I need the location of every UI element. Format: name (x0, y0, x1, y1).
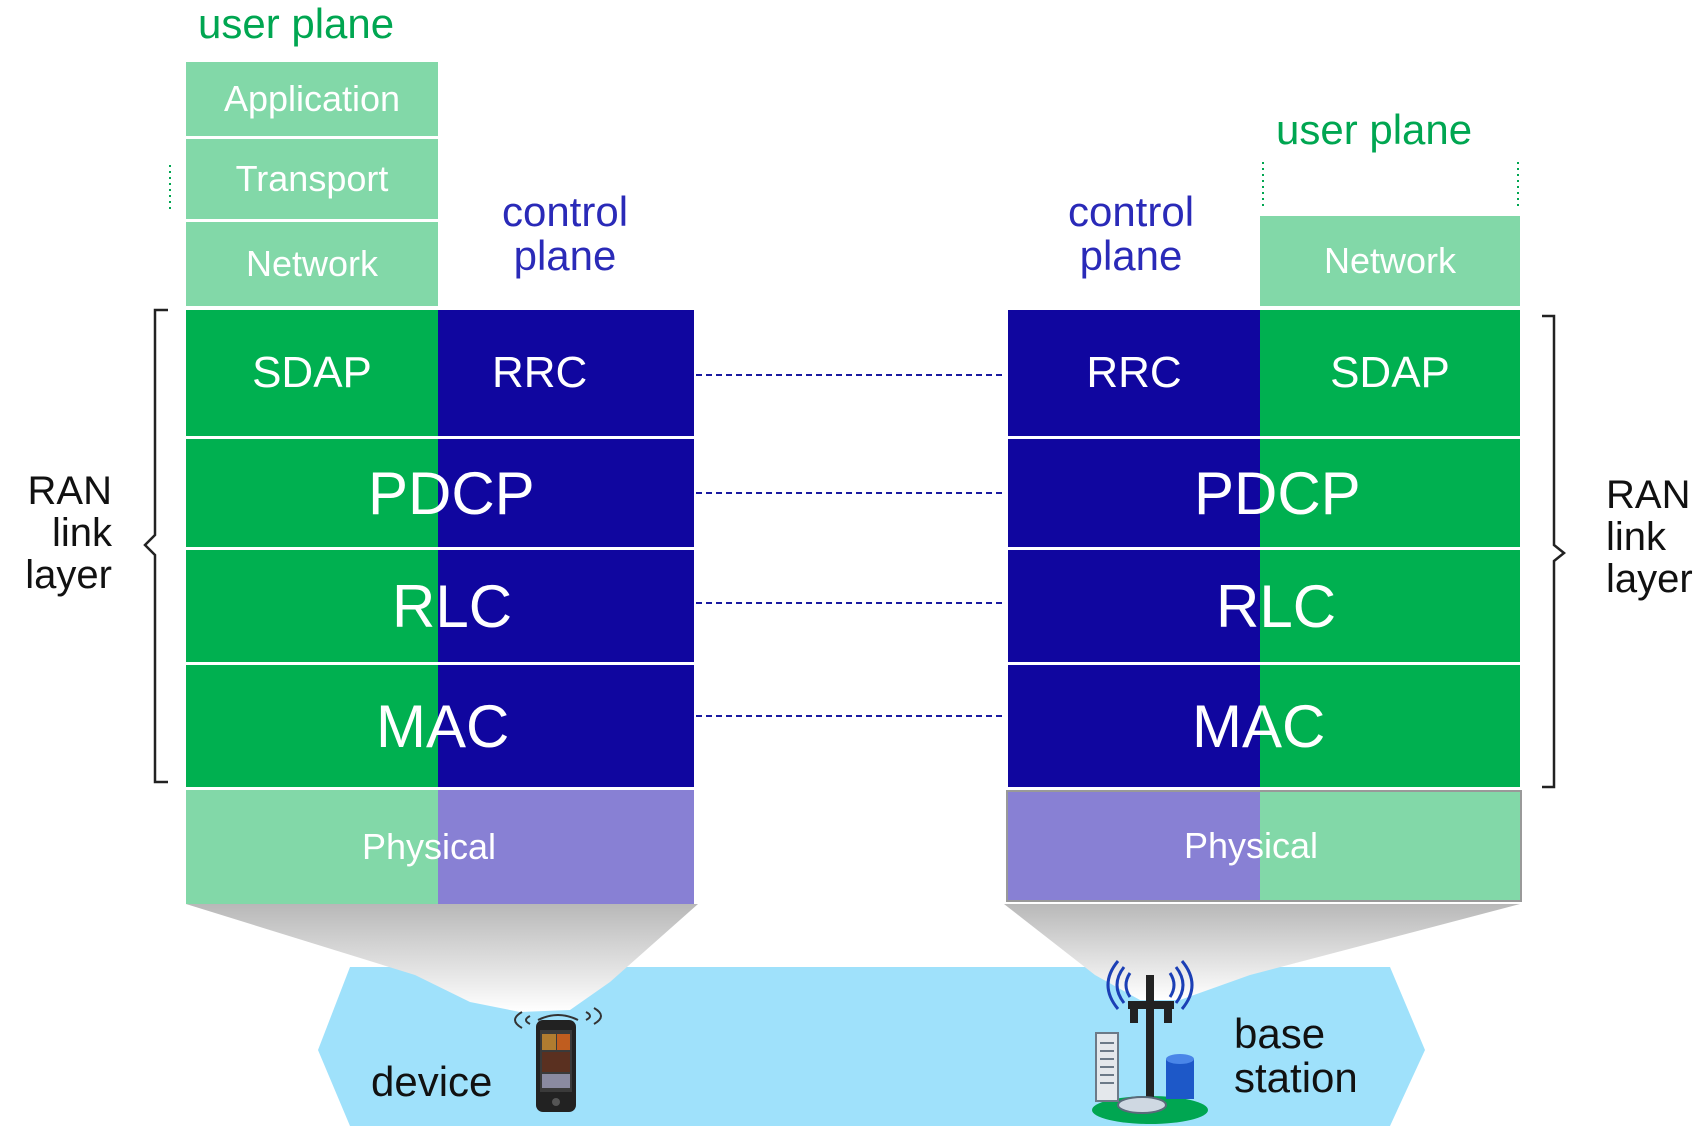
device-application-layer: Application (186, 62, 438, 136)
base-station-tower-icon (1092, 960, 1208, 1124)
base-station-rlc-layer: RLC (1216, 572, 1337, 640)
device-network-layer: Network (186, 222, 438, 306)
base-station-physical-layer: Physical (1184, 825, 1319, 866)
device-ran-link-layer-label: RAN link layer (25, 469, 112, 597)
device-mac-layer: MAC (376, 692, 510, 760)
base-station-funnel (1004, 904, 1520, 1000)
base-station-user-plane-label: user plane (1276, 106, 1473, 153)
device-funnel (186, 904, 698, 1012)
base-station-control-plane-label: control plane (1067, 188, 1195, 280)
right-brace (1542, 314, 1567, 789)
base-station-network-layer: Network (1260, 216, 1520, 306)
device-physical-layer: Physical (362, 826, 497, 867)
base-station-pdcp-layer: PDCP (1194, 459, 1361, 527)
base-station-label: base station (1234, 1010, 1358, 1102)
device-control-plane-label: control plane (501, 188, 629, 280)
device-label: device (371, 1058, 493, 1105)
left-brace (143, 308, 168, 784)
base-station-rrc-layer: RRC (1008, 310, 1260, 436)
base-station-mac-layer: MAC (1192, 692, 1326, 760)
device-sdap-layer: SDAP (186, 310, 438, 436)
device-pdcp-layer: PDCP (368, 459, 535, 527)
base-station-ran-link-layer-label: RAN link layer (1606, 473, 1693, 601)
device-rlc-layer: RLC (392, 572, 513, 640)
device-user-plane-label: user plane (198, 0, 395, 47)
smartphone-icon (514, 1007, 602, 1112)
radio-waves-icon (514, 1007, 602, 1029)
device-rrc-layer: RRC (438, 310, 694, 436)
device-transport-layer: Transport (186, 139, 438, 219)
base-station-sdap-layer: SDAP (1260, 310, 1520, 436)
